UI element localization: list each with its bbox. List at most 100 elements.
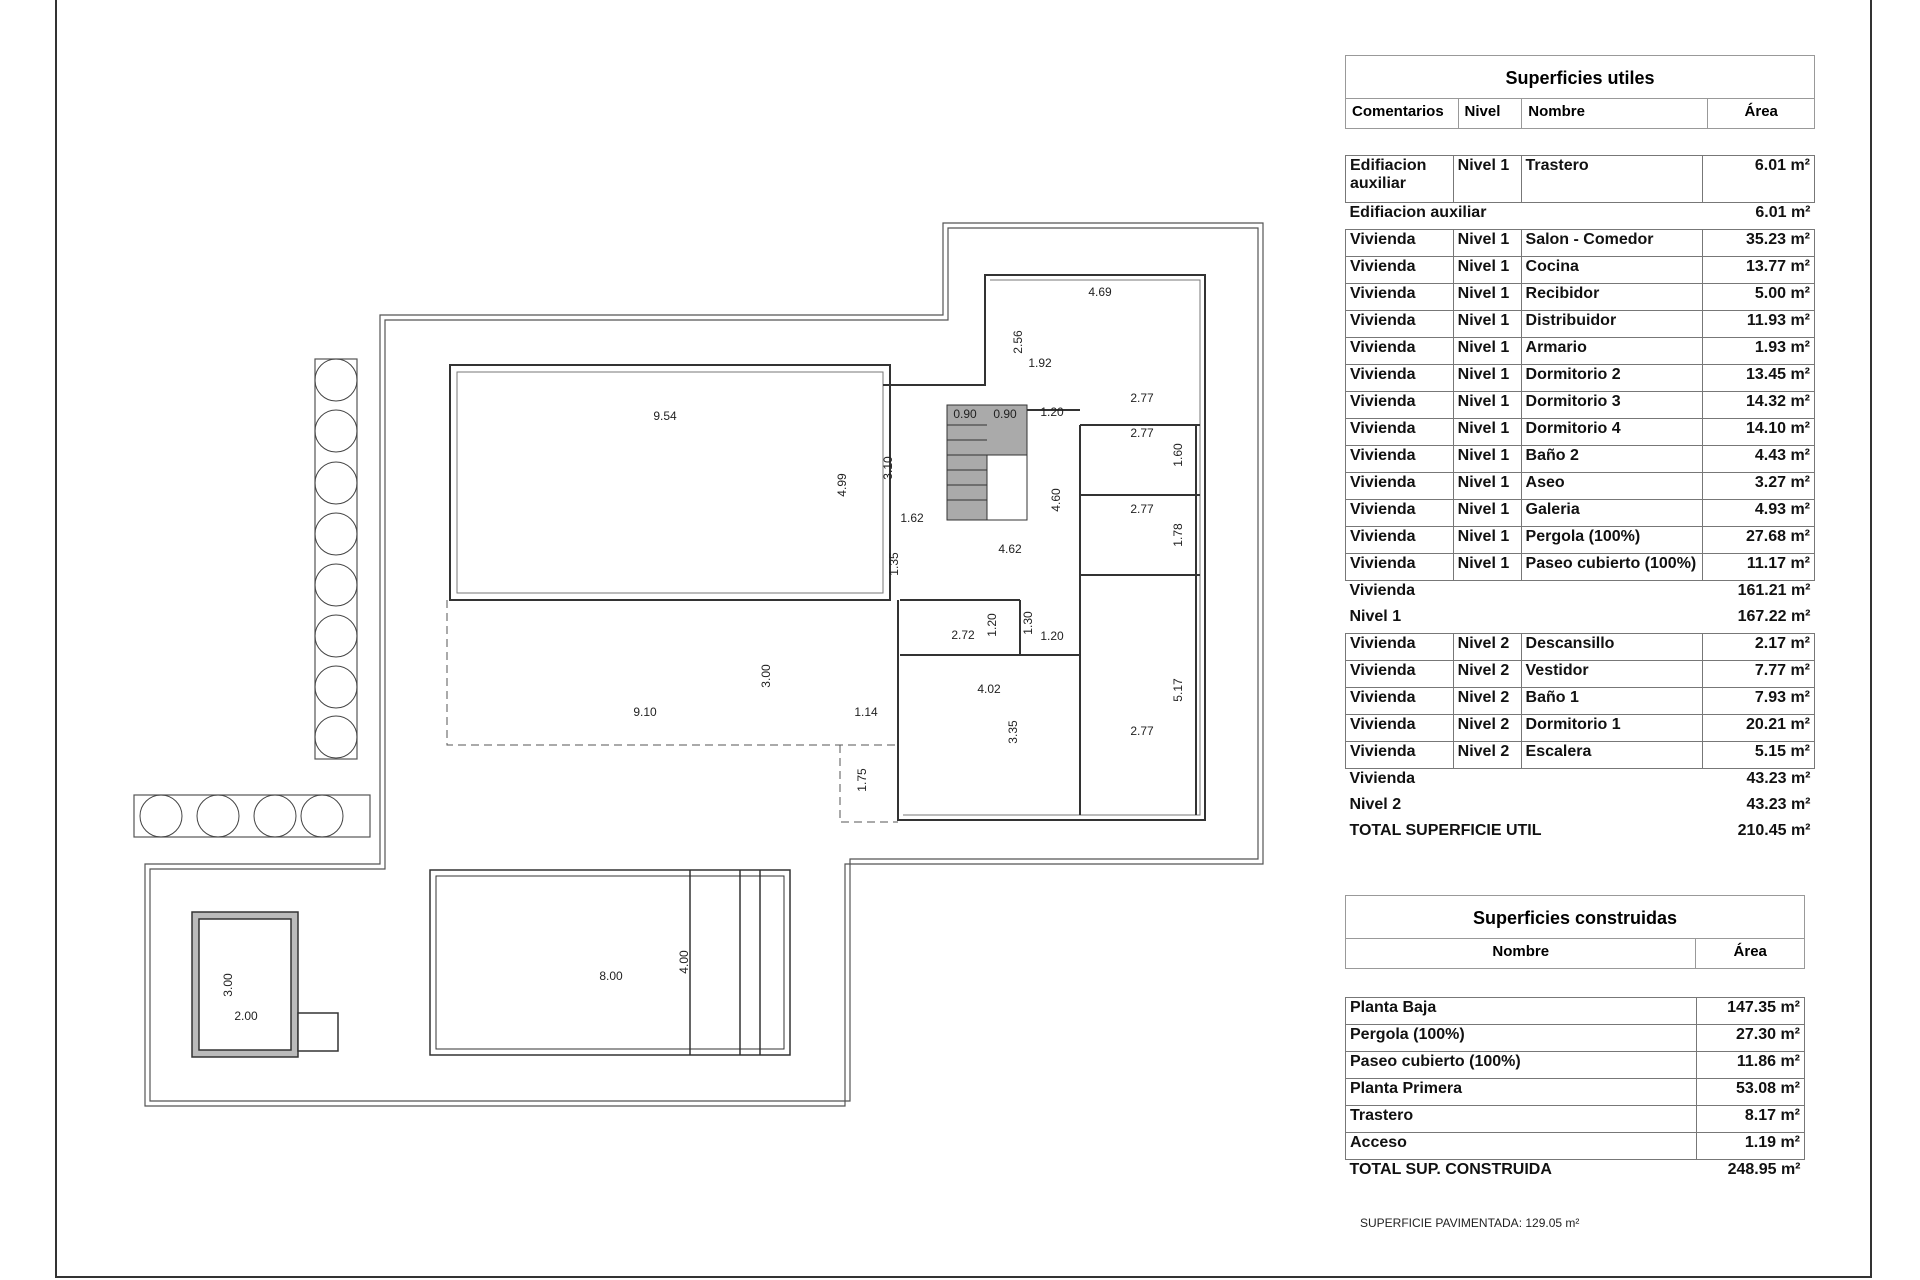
table-row: Paseo cubierto (100%)11.86 m² xyxy=(1344,1051,1805,1079)
dimension-label: 2.56 xyxy=(1011,330,1025,354)
summary-label: TOTAL SUPERFICIE UTIL xyxy=(1349,822,1542,839)
dimension-label: 5.17 xyxy=(1171,678,1185,702)
cell-name: Dormitorio 4 xyxy=(1520,418,1704,446)
house-walls xyxy=(883,274,1206,821)
cell-a: 147.35 m² xyxy=(1696,997,1805,1025)
tree xyxy=(314,358,358,402)
dimension-label: 2.77 xyxy=(1130,426,1154,440)
cell-name: Paseo cubierto (100%) xyxy=(1520,553,1704,581)
tree xyxy=(314,461,358,505)
table-row: Vivienda 161.21 m² xyxy=(1346,581,1815,608)
cell-area: 210.45 m² xyxy=(1737,822,1811,839)
cell-name: Descansillo xyxy=(1520,633,1704,661)
dimension-label: 0.90 xyxy=(953,407,977,421)
cell-a: 11.86 m² xyxy=(1696,1051,1805,1079)
cell-area: 14.10 m² xyxy=(1702,418,1815,446)
dimension-label: 1.92 xyxy=(1028,356,1052,370)
cell-name: TOTAL SUP. CONSTRUIDA xyxy=(1349,1161,1552,1178)
cell-name: Planta Primera xyxy=(1344,1078,1698,1106)
summary-label: Nivel 2 xyxy=(1349,796,1402,813)
dimension-label: 1.20 xyxy=(1040,405,1064,419)
cell-c: Vivienda xyxy=(1345,337,1454,365)
cell-area: 14.32 m² xyxy=(1702,391,1815,419)
summary-label: Vivienda xyxy=(1349,582,1416,599)
paved-surface-note: SUPERFICIE PAVIMENTADA: 129.05 m² xyxy=(1360,1216,1580,1230)
dimension-label: 1.20 xyxy=(985,613,999,637)
dimension-label: 9.54 xyxy=(653,409,677,423)
cell-c: Vivienda xyxy=(1345,660,1454,688)
cell-area: 7.77 m² xyxy=(1702,660,1815,688)
table-row: TOTAL SUPERFICIE UTIL 210.45 m² xyxy=(1346,821,1815,847)
built-surfaces-header: Nombre Área xyxy=(1345,939,1805,969)
dimension-label: 1.20 xyxy=(1040,629,1064,643)
cell-n: Nivel 2 xyxy=(1452,687,1522,715)
cell-name: Baño 1 xyxy=(1520,687,1704,715)
dimension-label: 3.35 xyxy=(1006,720,1020,744)
dimension-label: 4.62 xyxy=(998,542,1022,556)
cell-area: 5.00 m² xyxy=(1702,283,1815,311)
cell-name: Baño 2 xyxy=(1520,445,1704,473)
cell-n: Nivel 1 xyxy=(1452,256,1522,284)
cell-area: 11.93 m² xyxy=(1702,310,1815,338)
cell-n: Nivel 1 xyxy=(1452,364,1522,392)
cell-area: 6.01 m² xyxy=(1755,204,1811,221)
cell-c: Vivienda xyxy=(1345,741,1454,769)
cell-name: Trastero xyxy=(1520,155,1704,203)
drawing-sheet-frame xyxy=(55,0,1872,1278)
cell-name: Recibidor xyxy=(1520,283,1704,311)
cell-n: Nivel 1 xyxy=(1452,310,1522,338)
cell-area: 167.22 m² xyxy=(1737,608,1811,625)
useful-surfaces-title: Superficies utiles xyxy=(1345,55,1815,99)
cell-n: Nivel 1 xyxy=(1452,553,1522,581)
cell-area: 4.93 m² xyxy=(1702,499,1815,527)
cell-c: Vivienda xyxy=(1345,283,1454,311)
cell-name: Dormitorio 1 xyxy=(1520,714,1704,742)
cell-area: 27.68 m² xyxy=(1702,526,1815,554)
pool xyxy=(429,869,791,1056)
dimension-label: 3.10 xyxy=(881,456,895,480)
cell-n: Nivel 2 xyxy=(1452,633,1522,661)
dimension-label: 4.69 xyxy=(1088,285,1112,299)
storage-building xyxy=(191,911,339,1058)
cell-area: 3.27 m² xyxy=(1702,472,1815,500)
cell-area: 161.21 m² xyxy=(1737,582,1811,599)
cell-name: Pergola (100%) xyxy=(1520,526,1704,554)
cell-c: Vivienda xyxy=(1345,256,1454,284)
tree xyxy=(196,794,240,838)
cell-area: 6.01 m² xyxy=(1702,155,1815,203)
cell-n: Nivel 1 xyxy=(1452,526,1522,554)
cell-c: Vivienda xyxy=(1345,687,1454,715)
cell-c: Vivienda xyxy=(1345,714,1454,742)
cell-a: 1.19 m² xyxy=(1696,1132,1805,1160)
tree xyxy=(314,512,358,556)
plot-boundary xyxy=(144,222,1264,1107)
cell-n: Nivel 2 xyxy=(1452,660,1522,688)
cell-area: 7.93 m² xyxy=(1702,687,1815,715)
cell-name: Aseo xyxy=(1520,472,1704,500)
header-area: Área xyxy=(1744,103,1778,120)
cell-area: 5.15 m² xyxy=(1702,741,1815,769)
tree xyxy=(300,794,344,838)
dimension-label: 4.60 xyxy=(1049,488,1063,512)
dimension-label: 4.00 xyxy=(677,950,691,974)
cell-name: Armario xyxy=(1520,337,1704,365)
useful-surfaces-header: Comentarios Nivel Nombre Área xyxy=(1345,99,1815,129)
header-nombre: Nombre xyxy=(1522,99,1709,128)
cell-c: Vivienda xyxy=(1345,445,1454,473)
